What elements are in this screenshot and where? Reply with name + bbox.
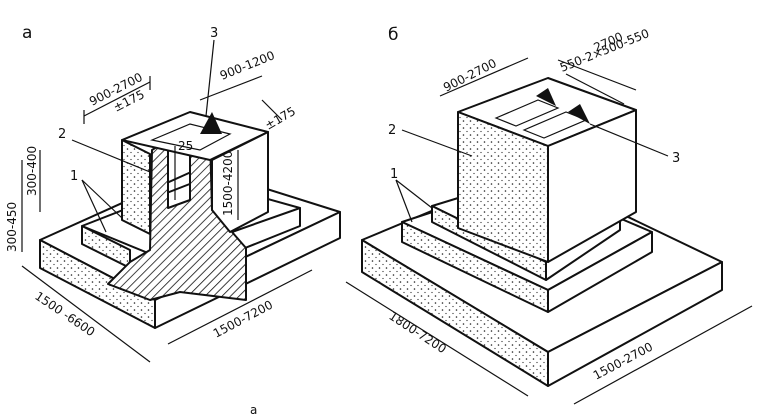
panel-a-dimension-lines: [21, 75, 313, 363]
panel-a-label-25: 25: [178, 139, 193, 153]
socket-marker-icon: [200, 112, 222, 134]
panel-a-dim-top-right: 900-1200: [218, 48, 277, 83]
panel-b-title: б: [388, 25, 398, 45]
panel-a: а: [5, 23, 341, 363]
panel-a-dim-base-right: 1500-7200: [211, 298, 275, 341]
panel-b-leaders: [395, 123, 669, 223]
socket-marker-icon-2: [568, 104, 590, 124]
panel-b-dim-top-left: 900-2700: [441, 56, 499, 95]
panel-b-label-3: 3: [672, 151, 680, 166]
panel-b-label-2: 2: [388, 123, 396, 138]
footer-mark: а: [250, 403, 257, 416]
panel-b-label-1: 1: [390, 167, 398, 182]
panel-a-label-2: 2: [58, 127, 66, 142]
panel-a-dim-h-inner: 300-400: [25, 146, 39, 196]
panel-a-title: а: [22, 23, 32, 43]
panel-a-leaders: [71, 39, 215, 233]
panel-a-dim-top-right-sub: ±175: [263, 104, 299, 133]
panel-a-label-3: 3: [210, 26, 218, 41]
panel-b-dimension-lines: [345, 57, 753, 405]
panel-a-label-1: 1: [70, 169, 78, 184]
panel-a-dim-h-outer: 300-450: [5, 202, 19, 252]
panel-a-dim-base-left: 1500 -6600: [32, 289, 97, 339]
panel-b-dim-top-right-sub: 550-2×500-550: [558, 26, 651, 75]
panel-a-socket-block: [121, 111, 269, 235]
socket-marker-icon-1: [536, 88, 556, 106]
panel-a-dim-socket-depth: 1500-4200: [221, 151, 235, 216]
panel-b-column-block: [457, 77, 637, 263]
panel-b: б: [345, 25, 753, 405]
